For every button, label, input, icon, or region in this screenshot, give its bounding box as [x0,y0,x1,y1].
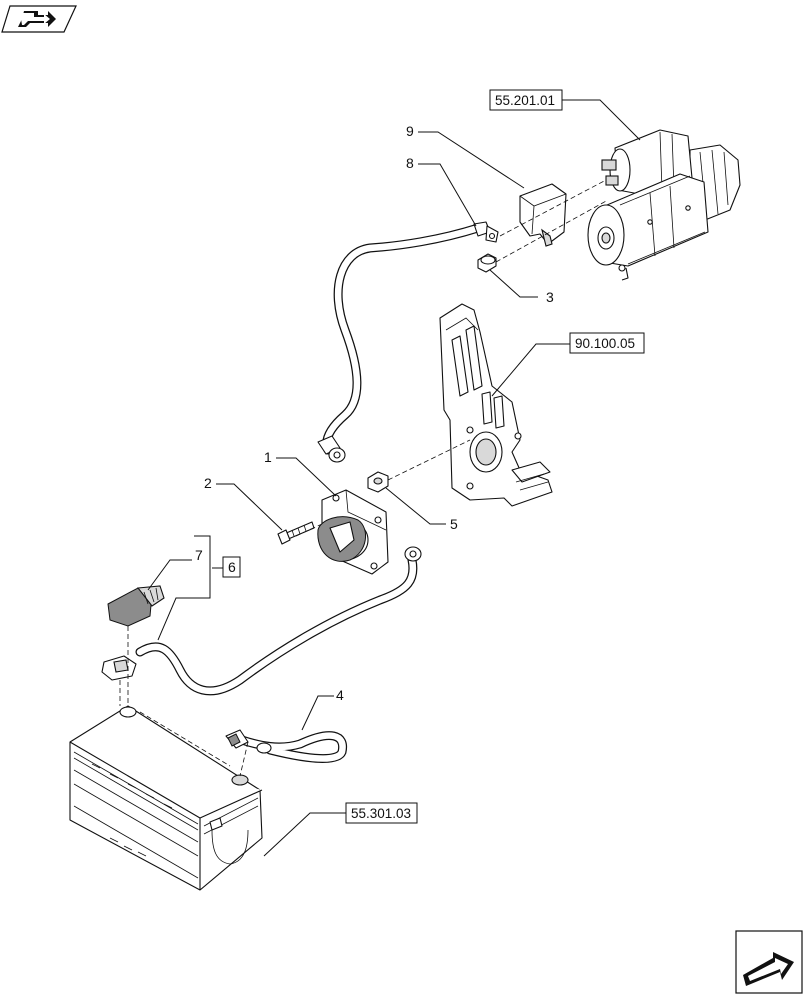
nut-3 [477,253,497,273]
terminal-cover-7 [107,585,165,627]
callout-7: 7 [195,547,203,563]
cable-4 [225,729,348,764]
ref-starter[interactable]: 55.201.01 [495,93,555,108]
leader-lines [147,99,641,857]
callout-3: 3 [546,289,554,305]
book-arrow-icon[interactable] [1,5,77,33]
cable-8 [317,221,499,463]
mounting-bracket [439,303,553,507]
ref-bracket[interactable]: 90.100.05 [575,336,635,351]
ref-battery-box[interactable]: 55.301.03 [345,802,418,824]
callout-1: 1 [264,449,272,465]
starter-motor [587,129,741,281]
callout-9: 9 [406,123,414,139]
assembly-lines [119,179,609,777]
ref-battery[interactable]: 55.301.03 [351,806,411,821]
battery [69,705,263,891]
callout-2: 2 [204,475,212,491]
callout-4: 4 [336,687,344,703]
callout-8: 8 [406,155,414,171]
callout-6: 6 [228,559,236,575]
terminal-cover-9 [519,183,567,247]
callout-5: 5 [450,516,458,532]
ref-bracket-box[interactable]: 90.100.05 [569,332,645,354]
next-page-arrow-icon[interactable] [735,930,803,994]
nut-5 [367,471,389,493]
bolt-2 [277,521,315,545]
ref-starter-box[interactable]: 55.201.01 [489,89,563,111]
cable-6 [101,546,422,696]
battery-switch-1 [317,489,389,575]
callout-6-box: 6 [222,556,241,578]
